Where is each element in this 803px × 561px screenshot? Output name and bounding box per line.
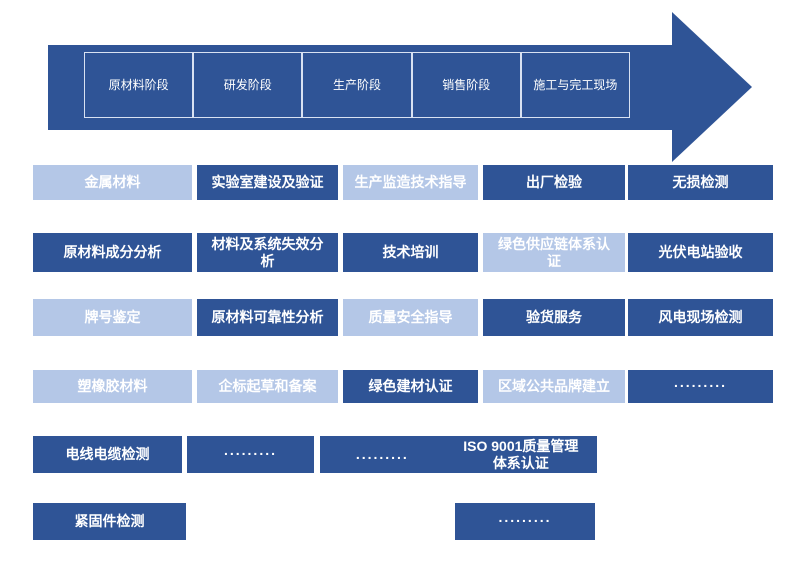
service-box: 实验室建设及验证	[197, 165, 338, 200]
service-box: 绿色建材认证	[343, 370, 478, 403]
service-box: 光伏电站验收	[628, 233, 773, 272]
service-box: 质量安全指导	[343, 299, 478, 336]
dots-placeholder-box: .........	[187, 436, 314, 473]
service-box: 牌号鉴定	[33, 299, 192, 336]
service-box: 出厂检验	[483, 165, 625, 200]
service-box: 绿色供应链体系认证	[483, 233, 625, 272]
service-box: 塑橡胶材料	[33, 370, 192, 403]
stage-box: 施工与完工现场	[520, 52, 631, 118]
service-box: 电线电缆检测	[33, 436, 182, 473]
stage-box: 销售阶段	[411, 52, 521, 118]
process-arrow-head-icon	[672, 12, 752, 162]
service-row-6: 紧固件检测 .........	[0, 503, 803, 540]
service-row-4: 塑橡胶材料企标起草和备案绿色建材认证区域公共品牌建立.........	[0, 370, 803, 403]
process-arrow-body	[48, 45, 672, 130]
stage-box: 研发阶段	[193, 52, 303, 118]
service-box: 紧固件检测	[33, 503, 186, 540]
iso-label-area: ISO 9001质量管理体系认证	[445, 436, 597, 473]
service-box: 技术培训	[343, 233, 478, 272]
service-box: 材料及系统失效分析	[197, 233, 338, 272]
service-row-5: 电线电缆检测 ......... ......... ISO 9001质量管理体…	[0, 436, 803, 473]
service-box: 验货服务	[483, 299, 625, 336]
iso-label: ISO 9001质量管理体系认证	[463, 438, 579, 471]
iso-certification-box: ......... ISO 9001质量管理体系认证	[320, 436, 597, 473]
service-box: 风电现场检测	[628, 299, 773, 336]
service-row-1: 金属材料实验室建设及验证生产监造技术指导出厂检验无损检测	[0, 165, 803, 200]
service-box: 无损检测	[628, 165, 773, 200]
dots-placeholder: .........	[355, 446, 409, 463]
service-row-2: 原材料成分分析材料及系统失效分析技术培训绿色供应链体系认证光伏电站验收	[0, 233, 803, 272]
dots-placeholder-box: .........	[455, 503, 595, 540]
stage-box: 原材料阶段	[84, 52, 194, 118]
service-box: 区域公共品牌建立	[483, 370, 625, 403]
stage-box: 生产阶段	[302, 52, 412, 118]
service-box: 企标起草和备案	[197, 370, 338, 403]
service-row-3: 牌号鉴定原材料可靠性分析质量安全指导验货服务风电现场检测	[0, 299, 803, 336]
service-box: 生产监造技术指导	[343, 165, 478, 200]
service-box: 原材料可靠性分析	[197, 299, 338, 336]
service-box: 原材料成分分析	[33, 233, 192, 272]
dots-placeholder-box: .........	[628, 370, 773, 403]
service-box: 金属材料	[33, 165, 192, 200]
stage-row: 原材料阶段研发阶段生产阶段销售阶段施工与完工现场	[84, 52, 631, 118]
